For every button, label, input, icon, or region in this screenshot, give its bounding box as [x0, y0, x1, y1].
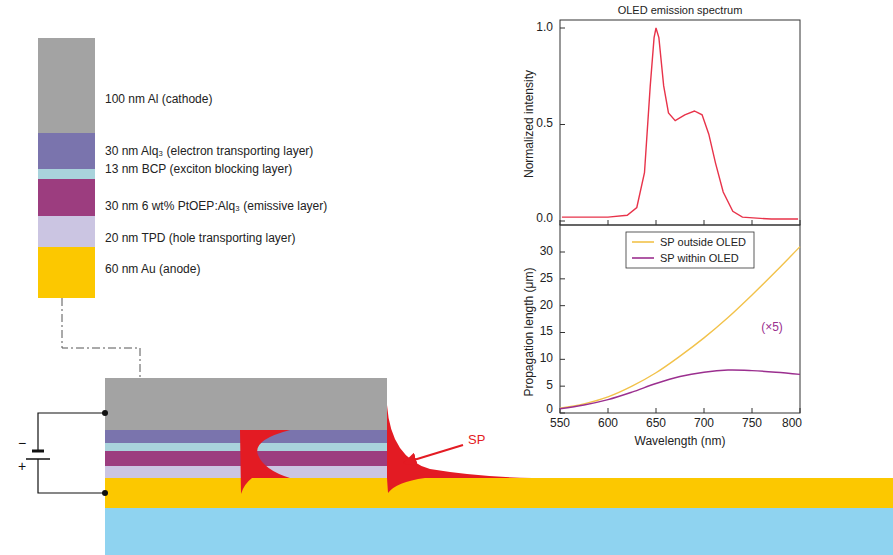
tick-label: 1.0 — [536, 21, 553, 34]
tick-label: 650 — [646, 417, 666, 430]
tick — [704, 220, 705, 225]
tick-label: 550 — [550, 417, 570, 430]
axis-label: Propagation length (μm) — [523, 268, 536, 397]
layer-swatch — [38, 169, 95, 179]
wire — [38, 413, 105, 451]
tick-label: 0 — [546, 403, 553, 416]
tick — [560, 386, 565, 387]
tick-label: 25 — [540, 272, 553, 285]
tick — [560, 278, 565, 279]
scale-note: (×5) — [761, 321, 783, 334]
legend-label: SP within OLED — [660, 252, 739, 264]
battery-symbol — [32, 450, 44, 453]
tick — [704, 408, 705, 413]
tick — [560, 220, 561, 225]
tick — [560, 305, 565, 306]
substrate — [105, 508, 893, 555]
sp-field-tail — [387, 478, 425, 493]
tick — [608, 408, 609, 413]
chart-legend-box — [626, 232, 754, 268]
sp-field-outside — [387, 405, 532, 478]
tick-label: 800 — [782, 417, 802, 430]
tick — [560, 252, 565, 253]
tick — [800, 220, 801, 225]
tick — [560, 359, 565, 360]
sp-label: SP — [468, 433, 485, 447]
battery-symbol — [26, 458, 50, 460]
emission-curve — [562, 28, 798, 219]
layer-swatch — [38, 216, 95, 247]
tick — [752, 220, 753, 225]
tick-label: 600 — [598, 417, 618, 430]
tick — [560, 413, 565, 414]
tick-label: 10 — [540, 352, 553, 365]
tick-label: 20 — [540, 299, 553, 312]
tick-label: 0.5 — [536, 117, 553, 130]
axis-label: Normalized intensity — [523, 70, 536, 178]
tick — [560, 332, 565, 333]
tick — [608, 220, 609, 225]
terminal-dot — [102, 410, 108, 416]
layer-label: 20 nm TPD (hole transporting layer) — [105, 232, 296, 245]
layer-label: 60 nm Au (anode) — [105, 263, 200, 276]
tick-label: 0.0 — [536, 212, 553, 225]
tick-label: 15 — [540, 325, 553, 338]
tick — [800, 408, 801, 413]
tick-label: 30 — [540, 245, 553, 258]
propagation-curve — [560, 370, 800, 409]
tick — [560, 124, 565, 125]
polarity-sign: − — [18, 436, 26, 451]
layer-swatch — [38, 247, 95, 298]
gold-anode — [105, 478, 893, 508]
layer-label: 13 nm BCP (exciton blocking layer) — [105, 163, 292, 176]
layer-label: 100 nm Al (cathode) — [105, 93, 212, 106]
wire — [38, 459, 105, 493]
tick-label: 5 — [546, 379, 553, 392]
chart-title: OLED emission spectrum — [618, 4, 743, 16]
layer-swatch — [38, 179, 95, 216]
terminal-dot — [102, 490, 108, 496]
sp-field-inside — [240, 430, 290, 494]
tick — [656, 220, 657, 225]
chart-frame — [560, 225, 800, 413]
tick-label: 700 — [694, 417, 714, 430]
tick — [560, 28, 565, 29]
layer-swatch — [38, 38, 95, 133]
sp-arrow — [404, 445, 463, 463]
legend-label: SP outside OLED — [660, 236, 746, 248]
tick — [656, 408, 657, 413]
tick — [560, 221, 565, 222]
layer-label: 30 nm 6 wt% PtOEP:Alq₃ (emissive layer) — [105, 200, 327, 213]
axis-label: Wavelength (nm) — [635, 435, 726, 448]
legend-line-sample — [632, 241, 654, 243]
polarity-sign: + — [18, 459, 26, 474]
propagation-curve — [560, 247, 800, 409]
tick-label: 750 — [742, 417, 762, 430]
layer-label: 30 nm Alq₃ (electron transporting layer) — [105, 145, 313, 158]
al-cathode — [105, 378, 387, 430]
chart-frame — [560, 20, 800, 225]
layer-swatch — [38, 133, 95, 169]
legend-line-sample — [632, 257, 654, 259]
tick — [752, 408, 753, 413]
